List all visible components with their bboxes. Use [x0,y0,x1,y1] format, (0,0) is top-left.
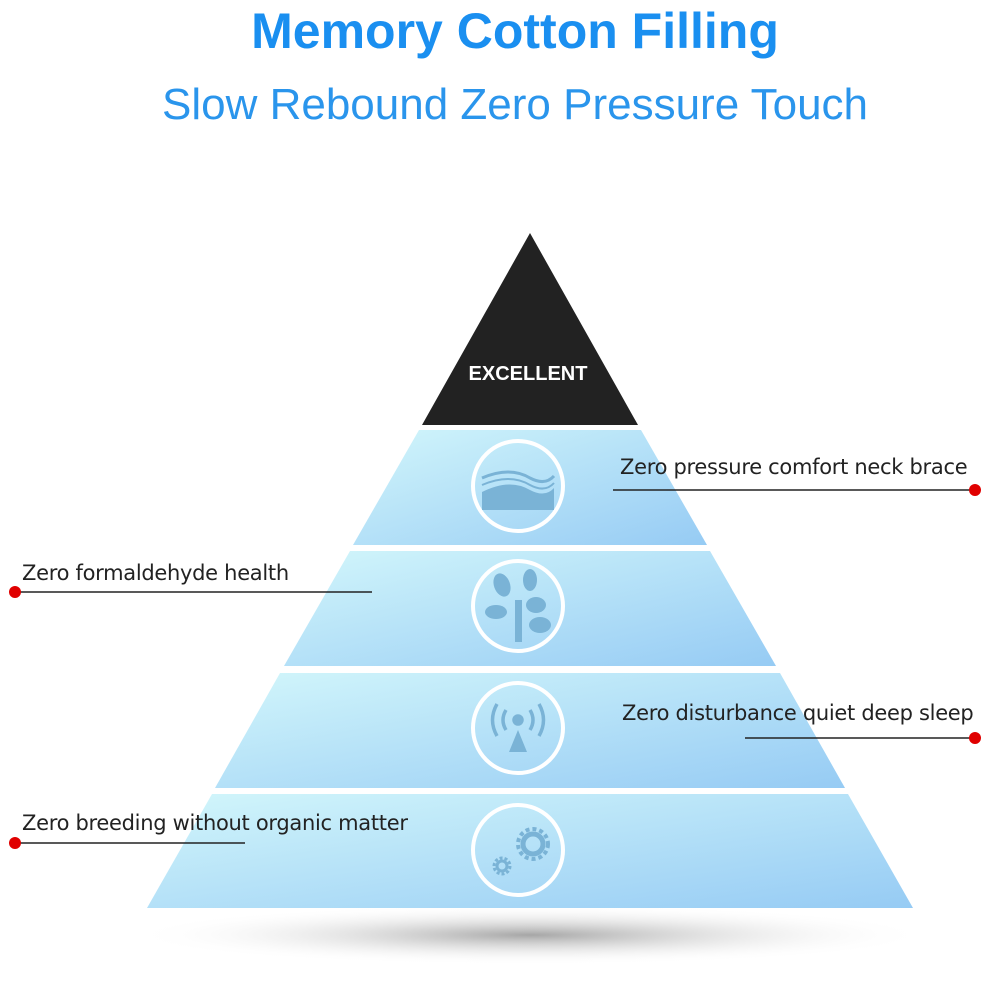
feature-label-2: Zero formaldehyde health [22,561,289,585]
signal-tower-icon [490,703,546,752]
marker-dot-4 [9,837,21,849]
apex-label: EXCELLENT [469,363,588,385]
marker-dot-1 [969,484,981,496]
marker-dot-2 [9,586,21,598]
mattress-wave-icon [481,470,556,510]
feature-label-1: Zero pressure comfort neck brace [620,455,968,479]
feature-label-4: Zero breeding without organic matter [22,811,408,835]
feature-label-3: Zero disturbance quiet deep sleep [622,701,974,725]
page-subtitle: Slow Rebound Zero Pressure Touch [161,80,869,129]
gears-icon [492,827,550,876]
pyramid-apex [422,233,638,425]
pyramid-tier-3 [215,673,845,788]
pyramid-tier-1 [353,430,707,545]
marker-dot-3 [969,732,981,744]
pyramid-shadow [130,905,930,965]
page-title: Memory Cotton Filling [251,3,779,59]
tree-icon [485,569,551,642]
